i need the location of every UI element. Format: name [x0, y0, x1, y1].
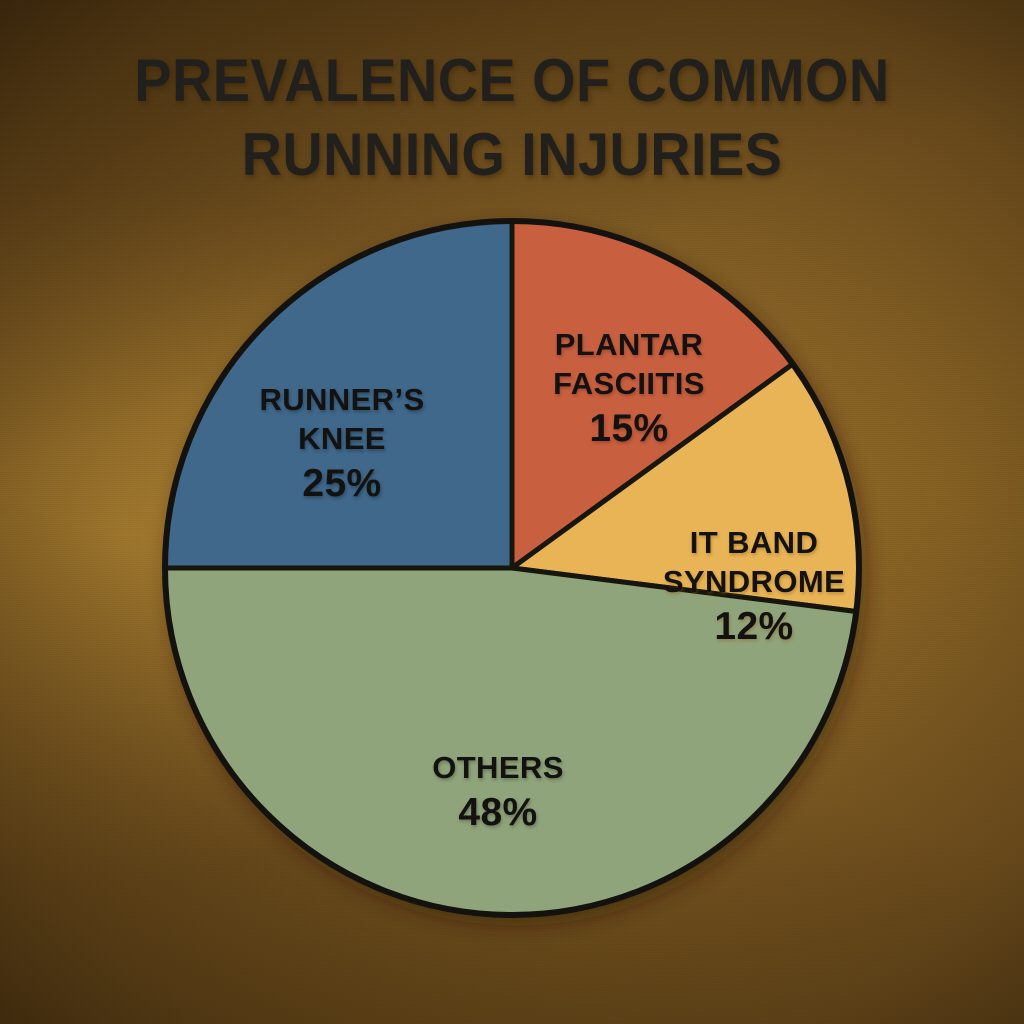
pie-outer-ring	[162, 218, 862, 918]
pie-slices-group	[162, 218, 862, 918]
pie-slice-others[interactable]	[162, 565, 859, 918]
pie-slice-runners-knee[interactable]	[162, 218, 515, 571]
